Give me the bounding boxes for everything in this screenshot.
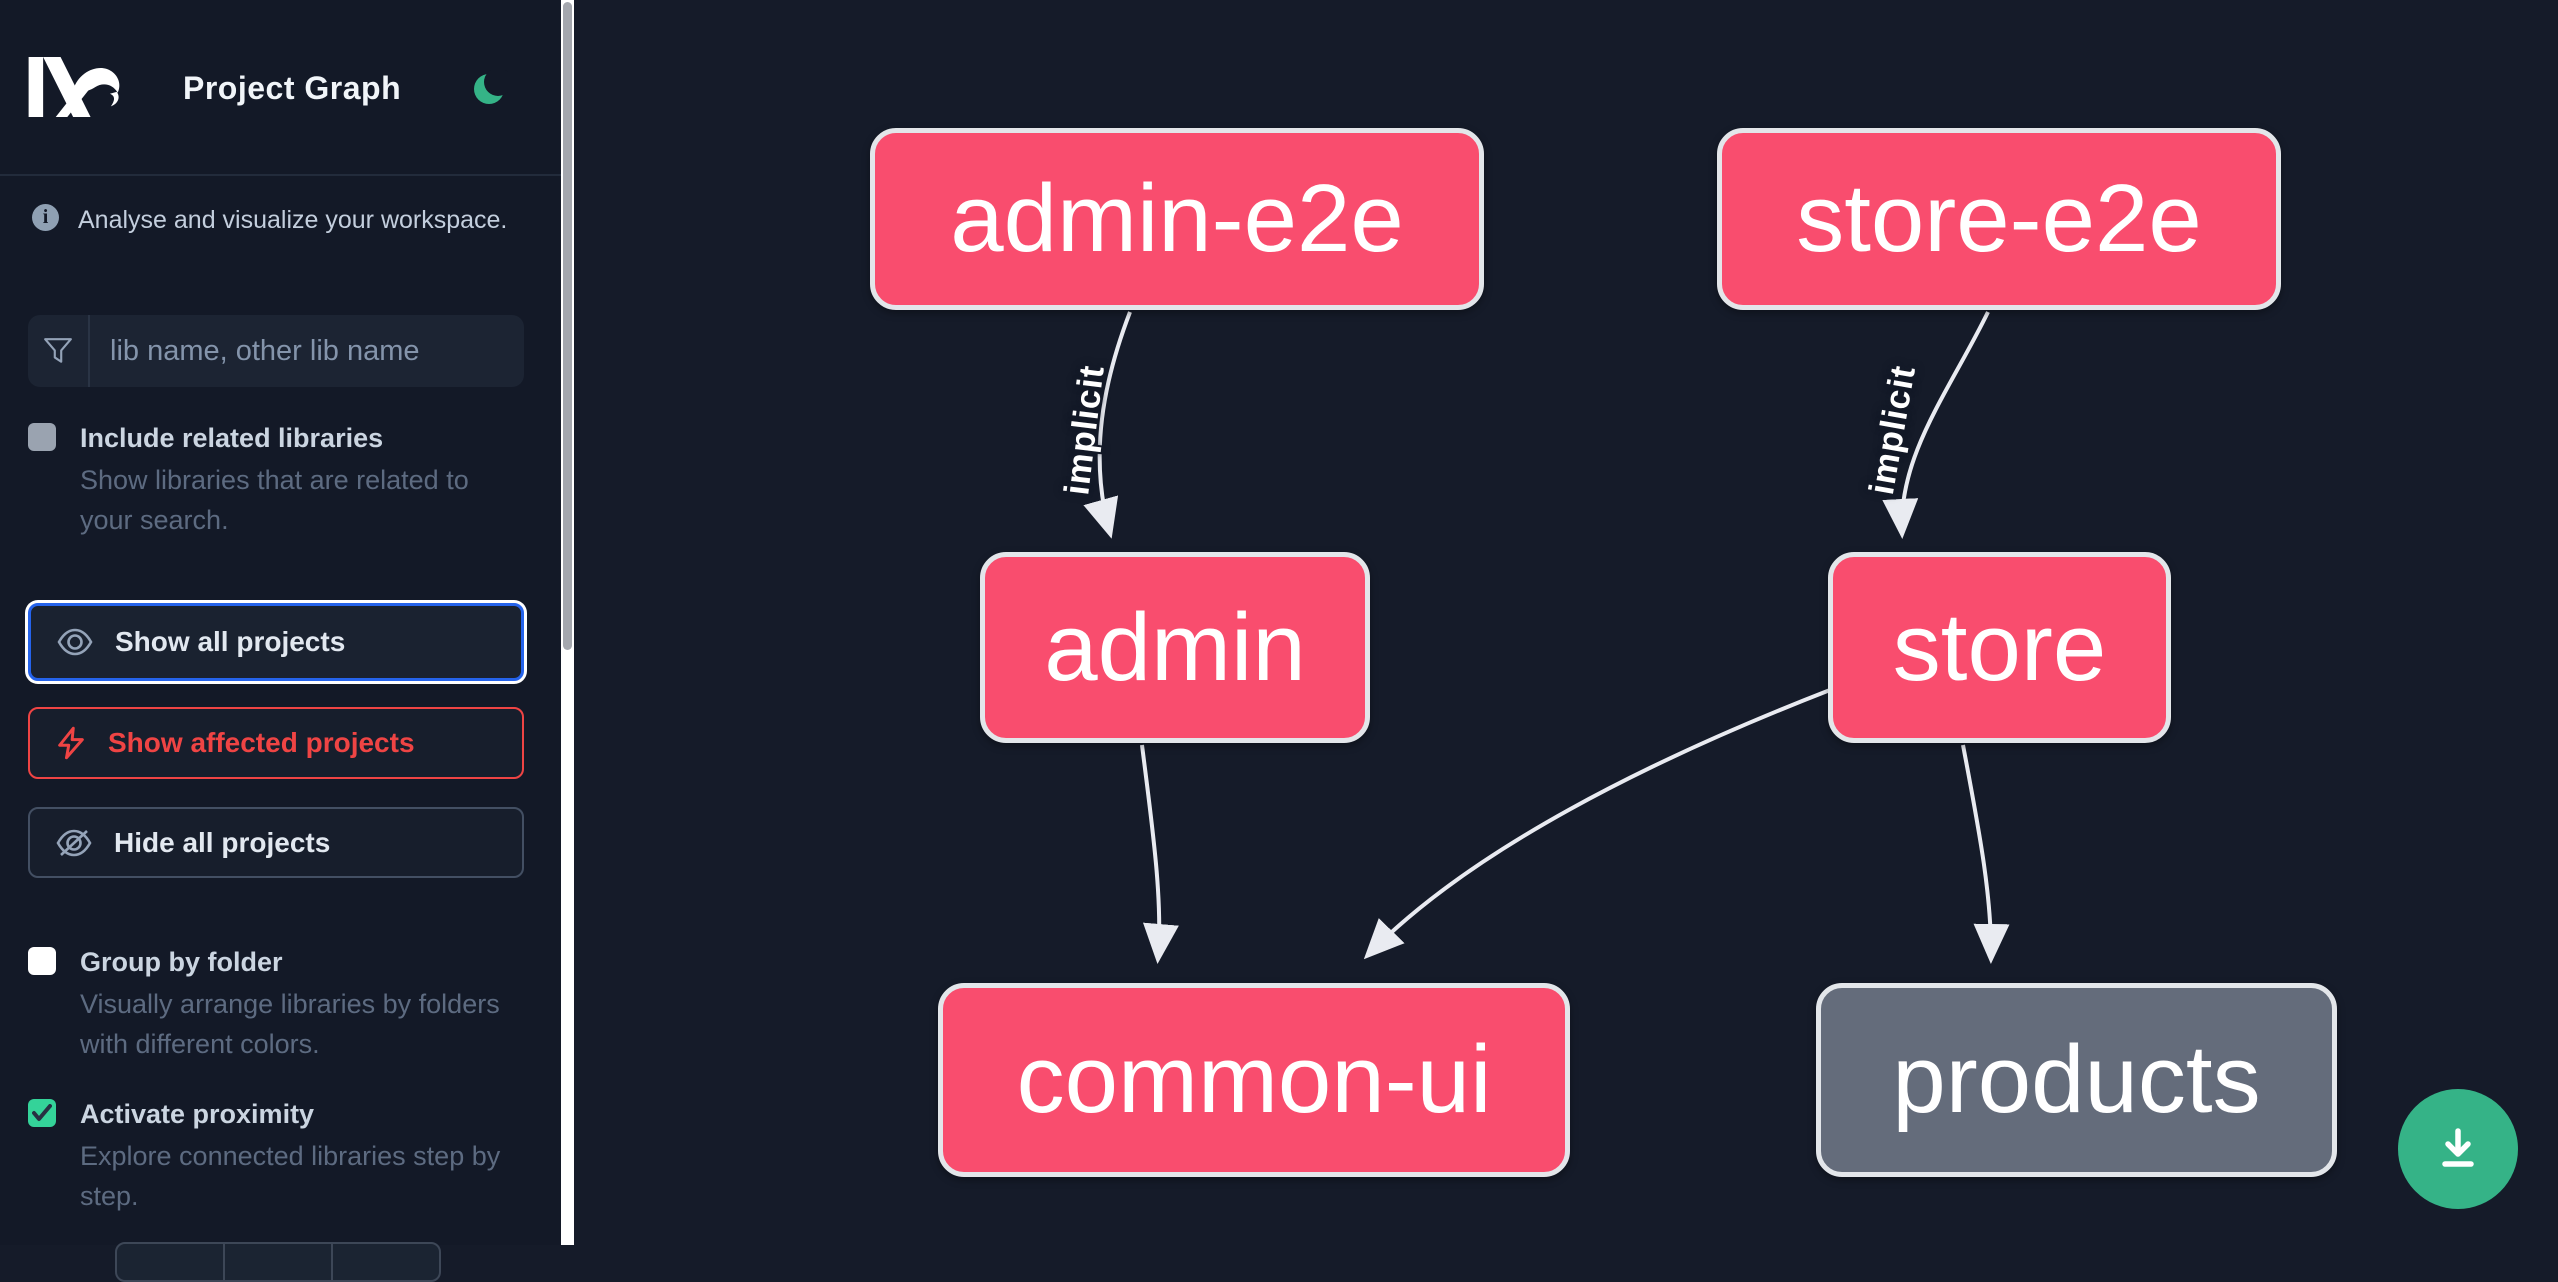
eye-off-icon <box>56 829 92 856</box>
nx-logo <box>28 57 120 117</box>
checkbox-description: Explore connected libraries step by step… <box>80 1141 501 1211</box>
graph-node-admin-e2e[interactable]: admin-e2e <box>870 128 1484 310</box>
proximity-stepper[interactable] <box>115 1242 441 1282</box>
page-title: Project Graph <box>183 70 402 106</box>
show-all-projects-button[interactable]: Show all projects <box>28 603 524 681</box>
workspace-info: i Analyse and visualize your workspace. <box>32 204 532 235</box>
include-related-checkbox[interactable] <box>28 423 56 451</box>
checkbox-row-activate-proximity: Activate proximity Explore connected lib… <box>28 1096 514 1216</box>
checkbox-description: Visually arrange libraries by folders wi… <box>80 989 500 1059</box>
button-label: Show affected projects <box>108 727 415 758</box>
graph-node-admin[interactable]: admin <box>980 552 1370 743</box>
download-icon <box>2442 1128 2474 1167</box>
sidebar-scrollbar-thumb[interactable] <box>563 2 572 650</box>
sidebar: Project Graph i Analyse and visualize yo… <box>0 0 561 1282</box>
download-graph-button[interactable] <box>2398 1089 2518 1209</box>
hide-all-projects-button[interactable]: Hide all projects <box>28 807 524 878</box>
bolt-icon <box>58 726 84 760</box>
checkbox-row-group-by-folder: Group by folder Visually arrange librari… <box>28 944 514 1064</box>
checkbox-description: Show libraries that are related to your … <box>80 465 469 535</box>
button-label: Show all projects <box>115 626 346 657</box>
eye-icon <box>57 628 93 656</box>
show-affected-projects-button[interactable]: Show affected projects <box>28 707 524 779</box>
search-input[interactable] <box>90 315 524 387</box>
info-text: Analyse and visualize your workspace. <box>78 206 508 234</box>
check-icon <box>32 1104 52 1121</box>
graph-node-common-ui[interactable]: common-ui <box>938 983 1570 1177</box>
info-icon: i <box>32 204 59 231</box>
filter-icon <box>28 315 90 387</box>
checkbox-label: Activate proximity <box>80 1099 315 1129</box>
sidebar-scrollbar-track[interactable] <box>561 0 574 1245</box>
checkbox-label: Include related libraries <box>80 423 384 453</box>
graph-node-store[interactable]: store <box>1828 552 2171 743</box>
checkbox-label: Group by folder <box>80 947 283 977</box>
activate-proximity-checkbox[interactable] <box>28 1099 56 1127</box>
sidebar-header: Project Graph <box>0 0 561 176</box>
search-box <box>28 315 524 387</box>
moon-icon[interactable] <box>472 70 508 106</box>
button-label: Hide all projects <box>114 826 331 858</box>
graph-node-store-e2e[interactable]: store-e2e <box>1717 128 2281 310</box>
graph-node-products[interactable]: products <box>1816 983 2337 1177</box>
group-by-folder-checkbox[interactable] <box>28 947 56 975</box>
checkbox-row-include-related: Include related libraries Show libraries… <box>28 420 514 540</box>
